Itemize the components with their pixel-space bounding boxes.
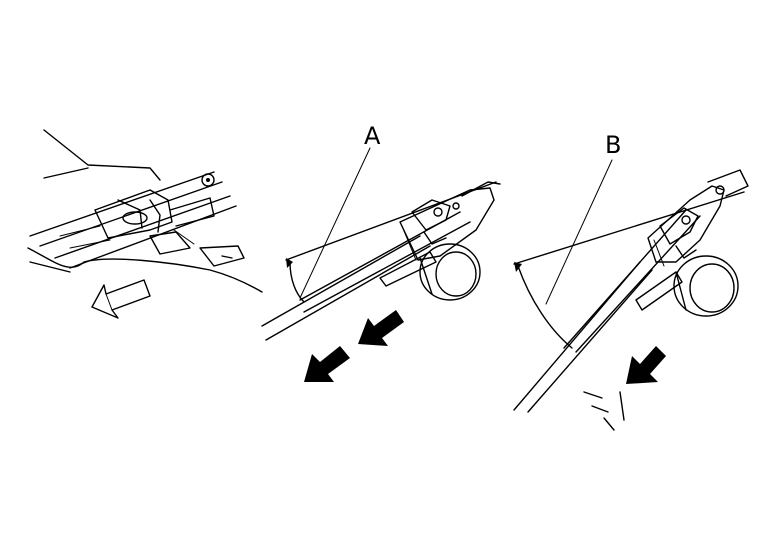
solid-arrow-icon <box>626 346 666 384</box>
motion-lines-icon <box>583 391 625 431</box>
angle-arc-icon <box>286 258 293 268</box>
panel-angle-a <box>261 147 501 382</box>
label-b: B <box>605 131 622 159</box>
panel-angle-b <box>513 159 749 431</box>
solid-arrow-icon <box>358 310 404 346</box>
hollow-arrow-icon <box>91 279 151 319</box>
label-a: A <box>364 122 381 150</box>
panel-rail-assembly <box>27 129 263 293</box>
angle-arc-icon <box>514 262 522 272</box>
solid-arrow-icon <box>304 346 350 382</box>
